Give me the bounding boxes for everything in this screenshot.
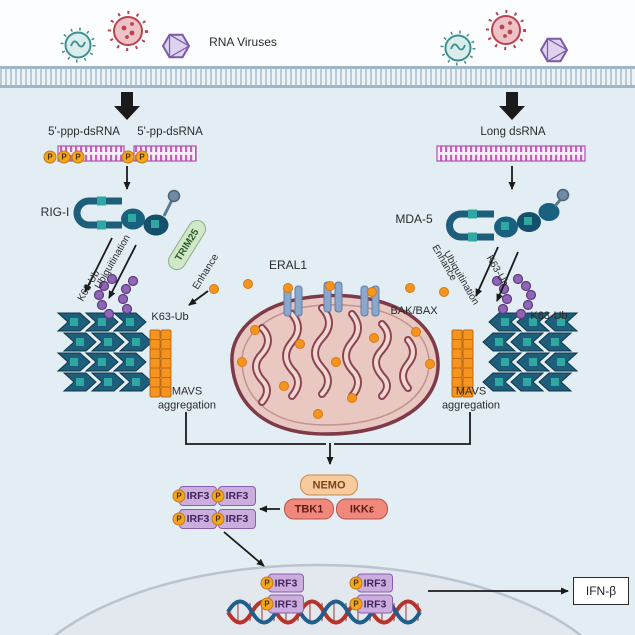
k63-ub-right-cluster-label: K63-Ub: [530, 310, 568, 322]
mavs-aggregation-right-label: MAVS aggregation: [441, 385, 501, 411]
ifn-beta-box: IFN-β: [573, 577, 629, 605]
virus-cluster-left: [60, 10, 191, 63]
extracellular-space: [0, 0, 635, 66]
mda-5-protein: [446, 188, 570, 242]
irf3-box: IRF3: [218, 486, 256, 506]
rig-i-protein: [73, 189, 181, 236]
bracket-right: [334, 412, 471, 445]
coronavirus-icon: [107, 10, 149, 52]
mito-cristae-highlight: [254, 306, 415, 404]
arrow-mda5-ubiquitination: [475, 246, 499, 297]
mavs-filaments-left: [57, 312, 153, 392]
arrow-trim25-enhance: [188, 290, 209, 306]
long-dsrna-label: Long dsRNA: [480, 126, 546, 138]
coronavirus-icon: [485, 9, 527, 51]
rna-viruses-label: RNA Viruses: [209, 35, 277, 49]
phosphate-badge: P: [349, 576, 363, 590]
icosahedral-virus-icon: [539, 37, 569, 63]
arrow-mda5-k63ub: [496, 251, 519, 302]
dsrna-long-strand: [436, 145, 586, 162]
nucleus: [53, 563, 583, 635]
bak-bax-channels: [283, 281, 380, 317]
irf3-box-nuclear: IRF3: [357, 594, 393, 614]
entry-arrow-right: [499, 92, 525, 120]
mda-5-label: MDA-5: [395, 212, 433, 226]
phosphate-badge: P: [260, 576, 274, 590]
mavs-aggregation-left-label: MAVS aggregation: [157, 385, 217, 411]
phosphate-badge: P: [43, 150, 57, 164]
nemo-pill: NEMO: [300, 474, 358, 496]
phosphate-badge: P: [172, 489, 186, 503]
phosphate-badge: P: [260, 597, 274, 611]
arrow-rigi-k63ub: [108, 244, 137, 299]
arrow-rigi-ubiquitination: [84, 237, 113, 293]
icosahedral-virus-icon: [161, 33, 191, 59]
phosphate-badge: P: [57, 150, 71, 164]
irf3-box-nuclear: IRF3: [357, 573, 393, 593]
bak-bax-label: BAK/BAX: [390, 305, 438, 317]
signal-arrows: [84, 166, 569, 595]
phosphate-badge: P: [172, 512, 186, 526]
phosphate-badge: P: [211, 512, 225, 526]
mavs-filaments-right: [482, 312, 578, 392]
entry-arrow-left: [114, 92, 140, 120]
enveloped-virus-icon: [60, 27, 96, 63]
k63-ub-left-cluster-label: K63-Ub: [151, 311, 189, 323]
ppp-dsrna-label: 5'-ppp-dsRNA: [48, 126, 120, 138]
eral1-label: ERAL1: [268, 258, 308, 272]
phosphate-badge: P: [349, 597, 363, 611]
phosphate-badge: P: [71, 150, 85, 164]
phosphate-badge: P: [121, 150, 135, 164]
phosphate-badge: P: [211, 489, 225, 503]
virus-cluster-right: [440, 9, 569, 66]
ikke-pill: IKKε: [336, 498, 388, 520]
phosphate-badge: P: [135, 150, 149, 164]
rig-i-label: RIG-I: [40, 205, 70, 219]
enveloped-virus-icon: [440, 30, 476, 66]
arrow-irf3-to-nucleus: [223, 531, 265, 567]
tbk1-pill: TBK1: [284, 498, 334, 520]
bracket-left: [185, 412, 326, 445]
pp-dsrna-label: 5'-pp-dsRNA: [137, 126, 203, 138]
cell-membrane: [0, 66, 635, 88]
